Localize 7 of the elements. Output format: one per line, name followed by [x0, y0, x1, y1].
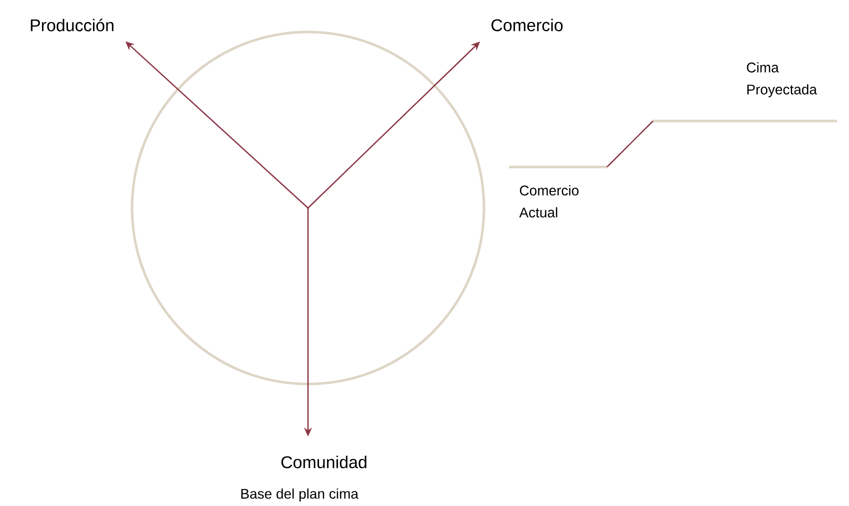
direction-label: Comercio — [492, 18, 563, 32]
circle — [130, 30, 486, 386]
caption: Base del plan cima — [241, 488, 358, 502]
step-label: Cima Proyectada — [746, 62, 818, 98]
direction-label: Comunidad — [281, 456, 366, 468]
step-label: Comercio Actual — [519, 185, 578, 218]
direction-label: Producción — [30, 18, 114, 32]
